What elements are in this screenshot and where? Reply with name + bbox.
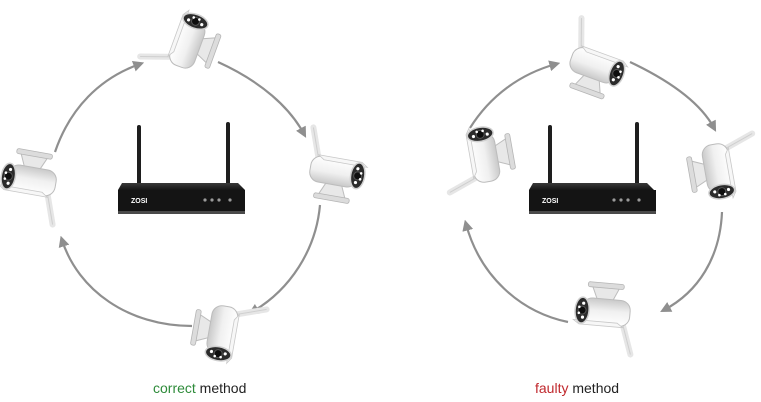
brand-logo: ZOSI [131,198,147,205]
ring-arrows [53,60,322,328]
caption-rest: method [195,380,247,396]
camera-bottom [571,280,637,354]
panel-correct: ZOSI [0,0,372,368]
camera-right [684,134,761,205]
arrow-bottom-left [58,235,193,328]
arrow-left-top [53,60,145,153]
caption-accent: faulty [535,380,569,396]
nvr-device: ZOSI [118,122,245,214]
arrow-left-top [469,60,561,129]
caption-accent: correct [153,380,196,396]
camera-top [558,18,638,103]
brand-logo: ZOSI [542,198,558,205]
camera-right [301,127,372,205]
arrow-right-bottom [248,204,322,315]
caption-rest: method [568,380,620,396]
arrow-right-bottom [660,211,724,313]
camera-left [0,146,65,224]
ring-arrows [462,60,724,324]
camera-left [439,121,517,192]
arrow-bottom-left [462,219,569,324]
camera-top [140,0,225,80]
arrow-top-right [629,61,717,132]
nvr-device: ZOSI [529,122,656,214]
arrow-top-right [217,60,307,138]
camera-bottom [188,297,266,368]
caption-faulty: faulty method [535,380,619,396]
caption-correct: correct method [153,380,246,396]
panel-faulty: ZOSI [439,18,761,354]
